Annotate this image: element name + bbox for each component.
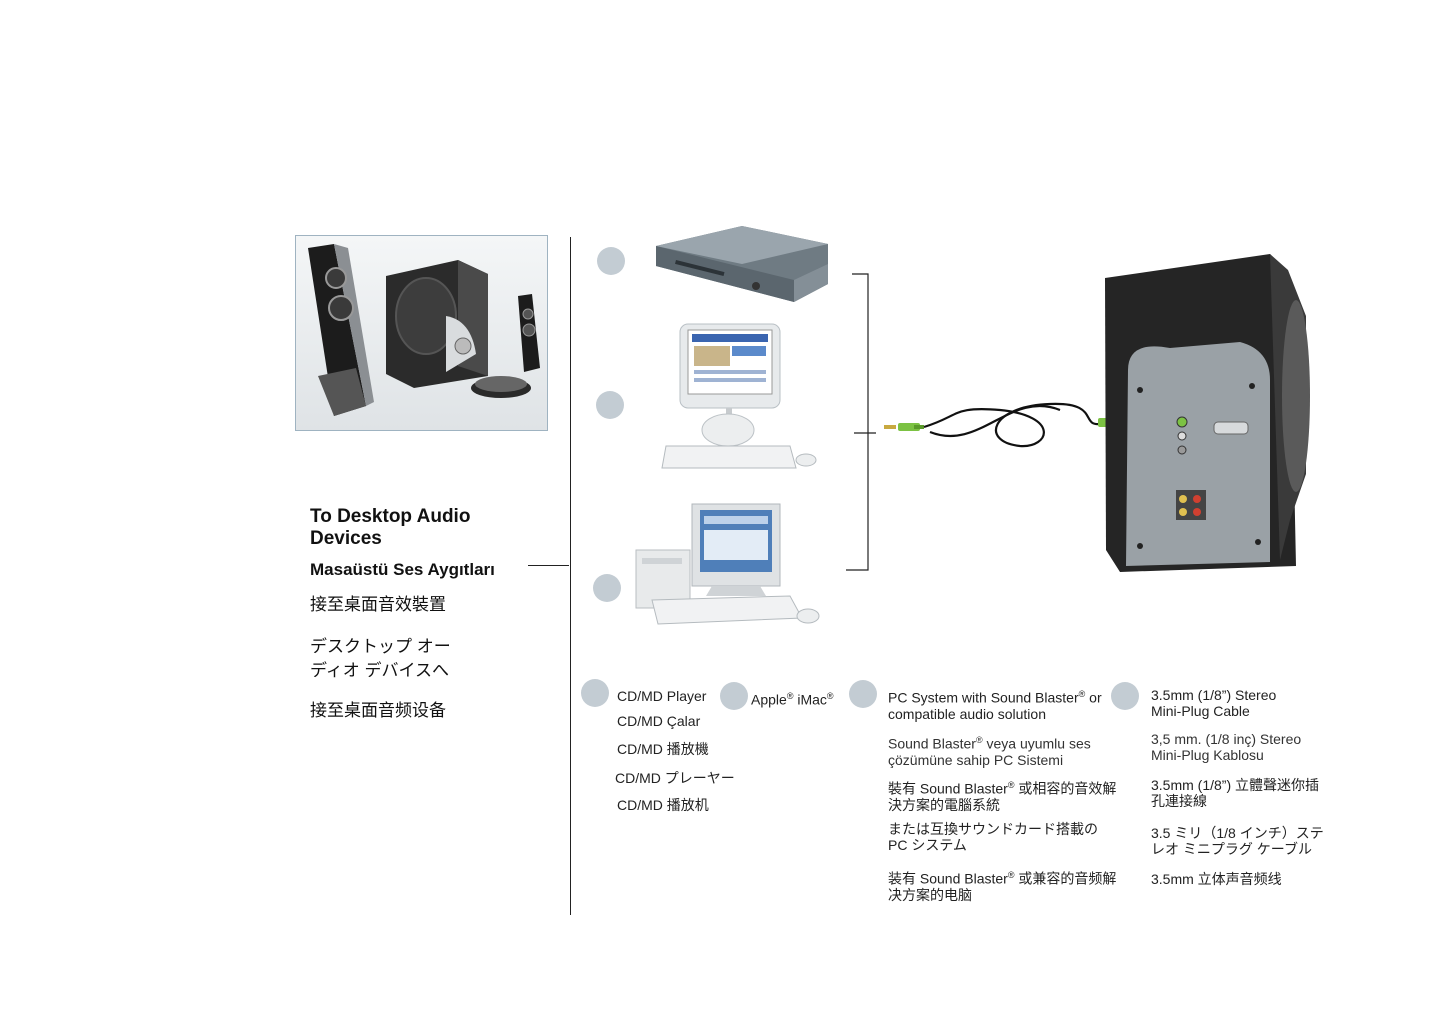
heading-ja-line2: ディオ デバイスへ [310,661,450,680]
connection-diagram [580,220,1360,640]
satellite-speaker-right [518,294,540,372]
heading-en: To Desktop Audio Devices [310,506,471,549]
cable-label-ja: 3.5 ミリ（1/8 インチ）ステレオ ミニプラグ ケーブル [1151,825,1324,857]
cd-label-zh-cn: CD/MD 播放机 [617,797,709,813]
subwoofer-back-illustration [1105,254,1310,572]
pc-label-zh-cn: 装有 Sound Blaster® 或兼容的音频解 决方案的电脑 [888,870,1117,903]
heading-tr: Masaüstü Ses Aygıtları [310,560,495,579]
legend-badge-4 [1111,682,1139,710]
heading-zh-tw: 接至桌面音效裝置 [310,595,446,614]
subwoofer [386,260,488,388]
cable-label-zh-tw: 3.5mm (1/8”) 立體聲迷你插孔連接線 [1151,777,1320,809]
pc-label-en: PC System with Sound Blaster® or compati… [888,689,1102,722]
speaker-set-photo [295,235,548,431]
imac-label: Apple® iMac® [751,691,834,708]
stereo-cable-illustration [884,402,1136,448]
imac-illustration [661,323,817,469]
cd-player-illustration [656,226,828,302]
cd-label-tr: CD/MD Çalar [617,713,701,729]
badge-2 [596,391,624,419]
legend-badge-2 [720,682,748,710]
cd-label-ja: CD/MD プレーヤー [615,770,735,786]
pc-label-ja: または互換サウンドカード搭載の PC システム [888,821,1098,853]
cd-label-en: CD/MD Player [617,688,707,704]
heading-ja-line1: デスクトップ オー [310,637,451,656]
pc-label-zh-tw: 裝有 Sound Blaster® 或相容的音效解 決方案的電腦系統 [888,780,1117,813]
cd-label-zh-tw: CD/MD 播放機 [617,741,709,757]
legend-badge-1 [581,679,609,707]
connector-line [528,565,569,566]
heading-zh-cn: 接至桌面音频设备 [310,701,446,720]
pc-illustration [635,503,820,625]
badge-3 [593,574,621,602]
cable-label-zh-cn: 3.5mm 立体声音频线 [1151,871,1282,887]
legend-badge-3 [849,680,877,708]
badge-1 [597,247,625,275]
vertical-divider [570,237,571,915]
satellite-speaker-left [308,244,374,416]
pc-label-tr: Sound Blaster® veya uyumlu ses çözümüne … [888,735,1091,768]
